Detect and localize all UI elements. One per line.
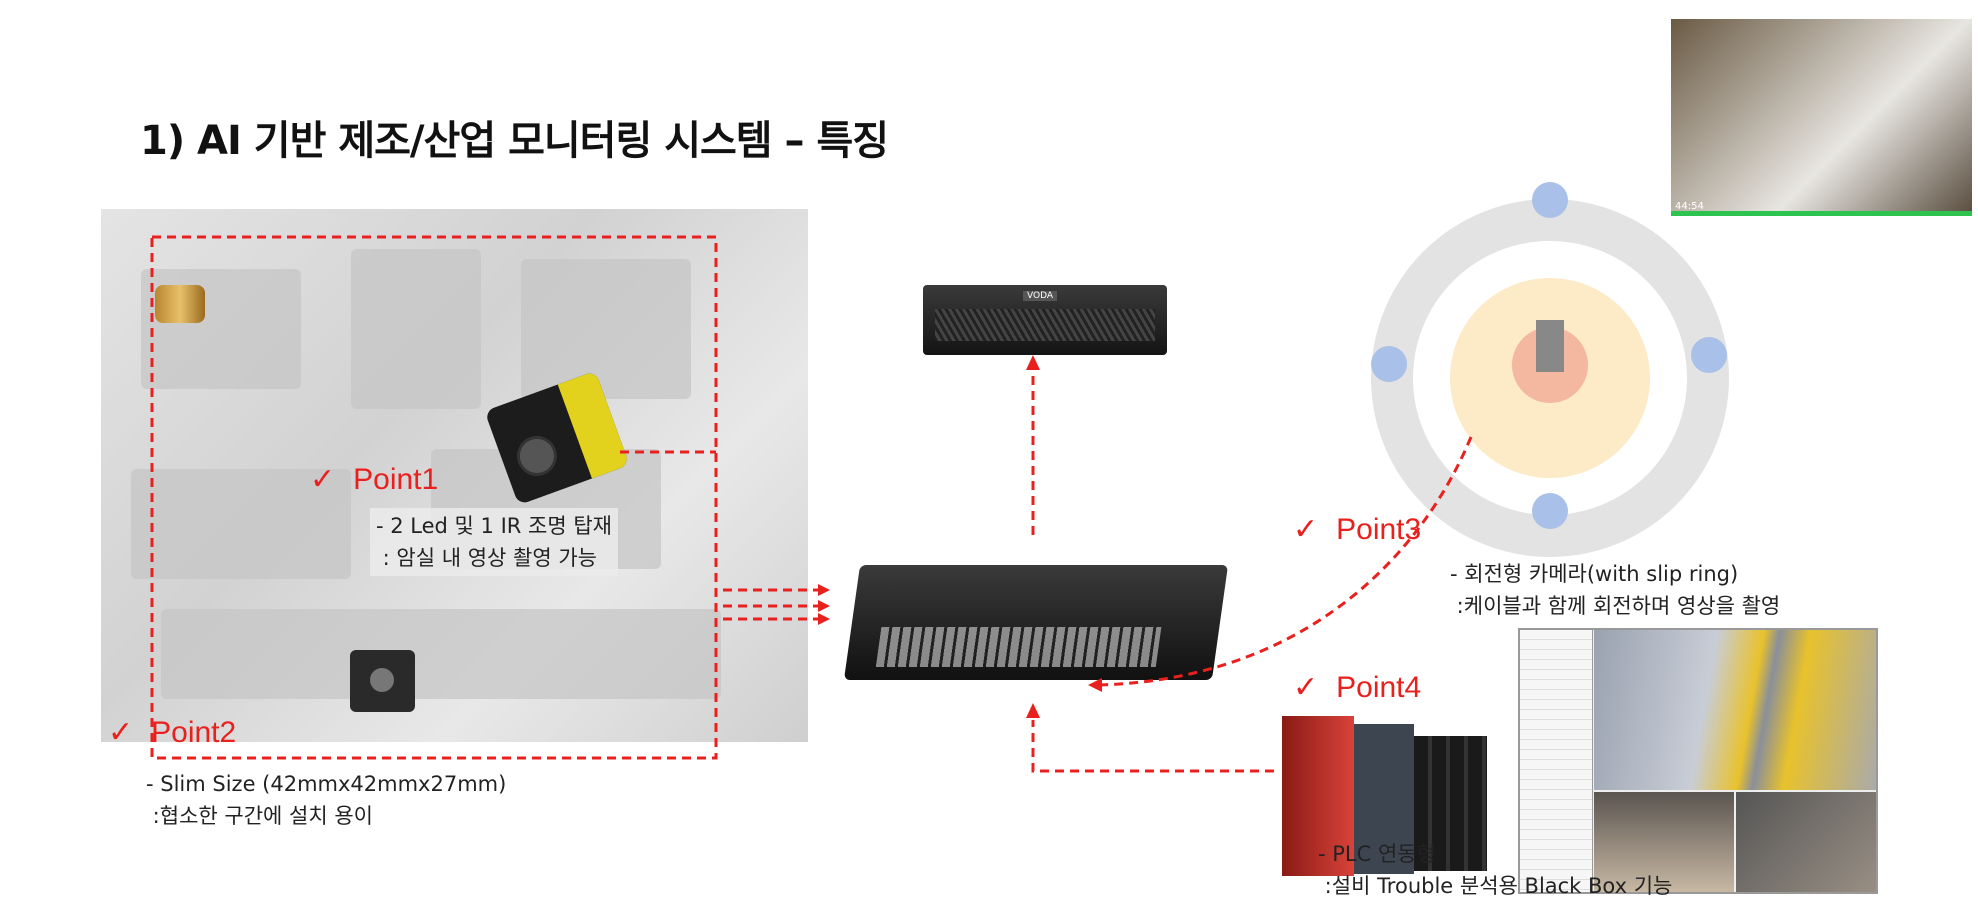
point2-title: Point2 — [151, 716, 237, 749]
point1-label: ✓ Point1 — [310, 462, 438, 497]
dot-right — [1691, 337, 1727, 373]
slim-camera — [350, 650, 415, 712]
rotating-camera-icon — [1536, 320, 1564, 372]
check-icon: ✓ — [310, 463, 336, 496]
point3-desc: - 회전형 카메라(with slip ring) :케이블과 함께 회전하며 … — [1450, 558, 1780, 622]
small-camera-gold — [155, 285, 205, 323]
point3-title: Point3 — [1336, 513, 1422, 546]
video-timestamp: 44:54 — [1675, 201, 1704, 212]
point4-line1: - PLC 연동형 — [1318, 842, 1436, 866]
point1-line1: - 2 Led 및 1 IR 조명 탑재 — [376, 514, 612, 538]
dot-top — [1532, 182, 1568, 218]
check-icon: ✓ — [1293, 671, 1319, 704]
check-icon: ✓ — [1293, 513, 1319, 546]
check-icon: ✓ — [108, 716, 134, 749]
page-title: 1) AI 기반 제조/산업 모니터링 시스템 – 특징 — [140, 118, 889, 164]
point2-line1: - Slim Size (42mmx42mmx27mm) — [146, 772, 507, 796]
point4-desc: - PLC 연동형 :설비 Trouble 분석용 Black Box 기능 — [1318, 838, 1672, 902]
point4-title: Point4 — [1336, 671, 1422, 704]
dot-bottom — [1532, 493, 1568, 529]
point4-line2: :설비 Trouble 분석용 Black Box 기능 — [1318, 874, 1673, 898]
dashed-frame — [150, 235, 718, 760]
plc-device — [1282, 716, 1487, 876]
nvr-brand: VODA — [1023, 291, 1058, 301]
point3-label: ✓ Point3 — [1293, 512, 1421, 547]
point2-label: ✓ Point2 — [108, 715, 236, 750]
nvr-device: VODA — [923, 285, 1167, 355]
point2-line2: :협소한 구간에 설치 용이 — [146, 804, 373, 828]
dot-left — [1371, 346, 1407, 382]
point1-title: Point1 — [353, 463, 439, 496]
point3-line2: :케이블과 함께 회전하며 영상을 촬영 — [1450, 594, 1781, 618]
point1-line2: : 암실 내 영상 촬영 가능 — [376, 546, 598, 570]
point3-line1: - 회전형 카메라(with slip ring) — [1450, 562, 1739, 586]
machine-photo — [101, 209, 808, 742]
point2-desc: - Slim Size (42mmx42mmx27mm) :협소한 구간에 설치… — [146, 768, 506, 832]
monitoring-software-screenshot — [1518, 628, 1878, 894]
point1-desc: - 2 Led 및 1 IR 조명 탑재 : 암실 내 영상 촬영 가능 — [370, 508, 618, 576]
live-video-thumbnail: 44:54 — [1671, 19, 1972, 216]
point4-label: ✓ Point4 — [1293, 670, 1421, 705]
